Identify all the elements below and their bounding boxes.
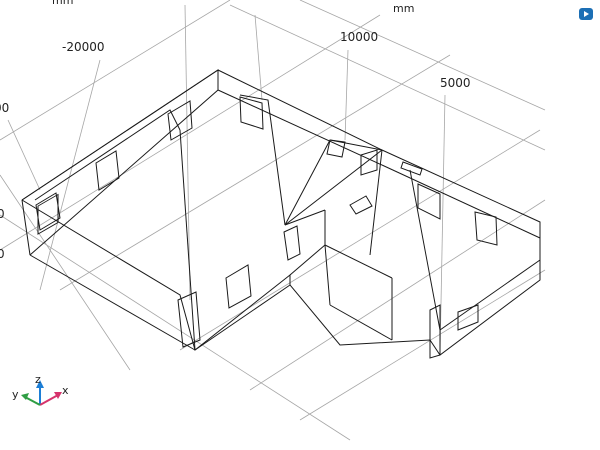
tick-label-left-a: 00 <box>0 101 10 115</box>
axis-triad: z x y <box>12 373 69 406</box>
tick-label-5000: 5000 <box>440 76 471 90</box>
axis-label-z: z <box>35 373 41 386</box>
tick-label-10000: 10000 <box>340 30 379 44</box>
axis-label-x: x <box>62 384 69 397</box>
tick-label-left-b: 0 <box>0 207 5 221</box>
tick-label-left-c: 0 <box>0 247 5 261</box>
building-geometry <box>21 69 541 359</box>
axis-label-y: y <box>12 388 19 401</box>
unit-label-right: mm <box>393 2 415 15</box>
tick-label-minus-20000: -20000 <box>62 40 105 54</box>
unit-label-left: mm <box>52 0 74 7</box>
view-orientation-icon[interactable] <box>578 6 594 20</box>
grid-lines <box>0 0 546 441</box>
view-orientation-icon-glyph <box>579 8 593 20</box>
